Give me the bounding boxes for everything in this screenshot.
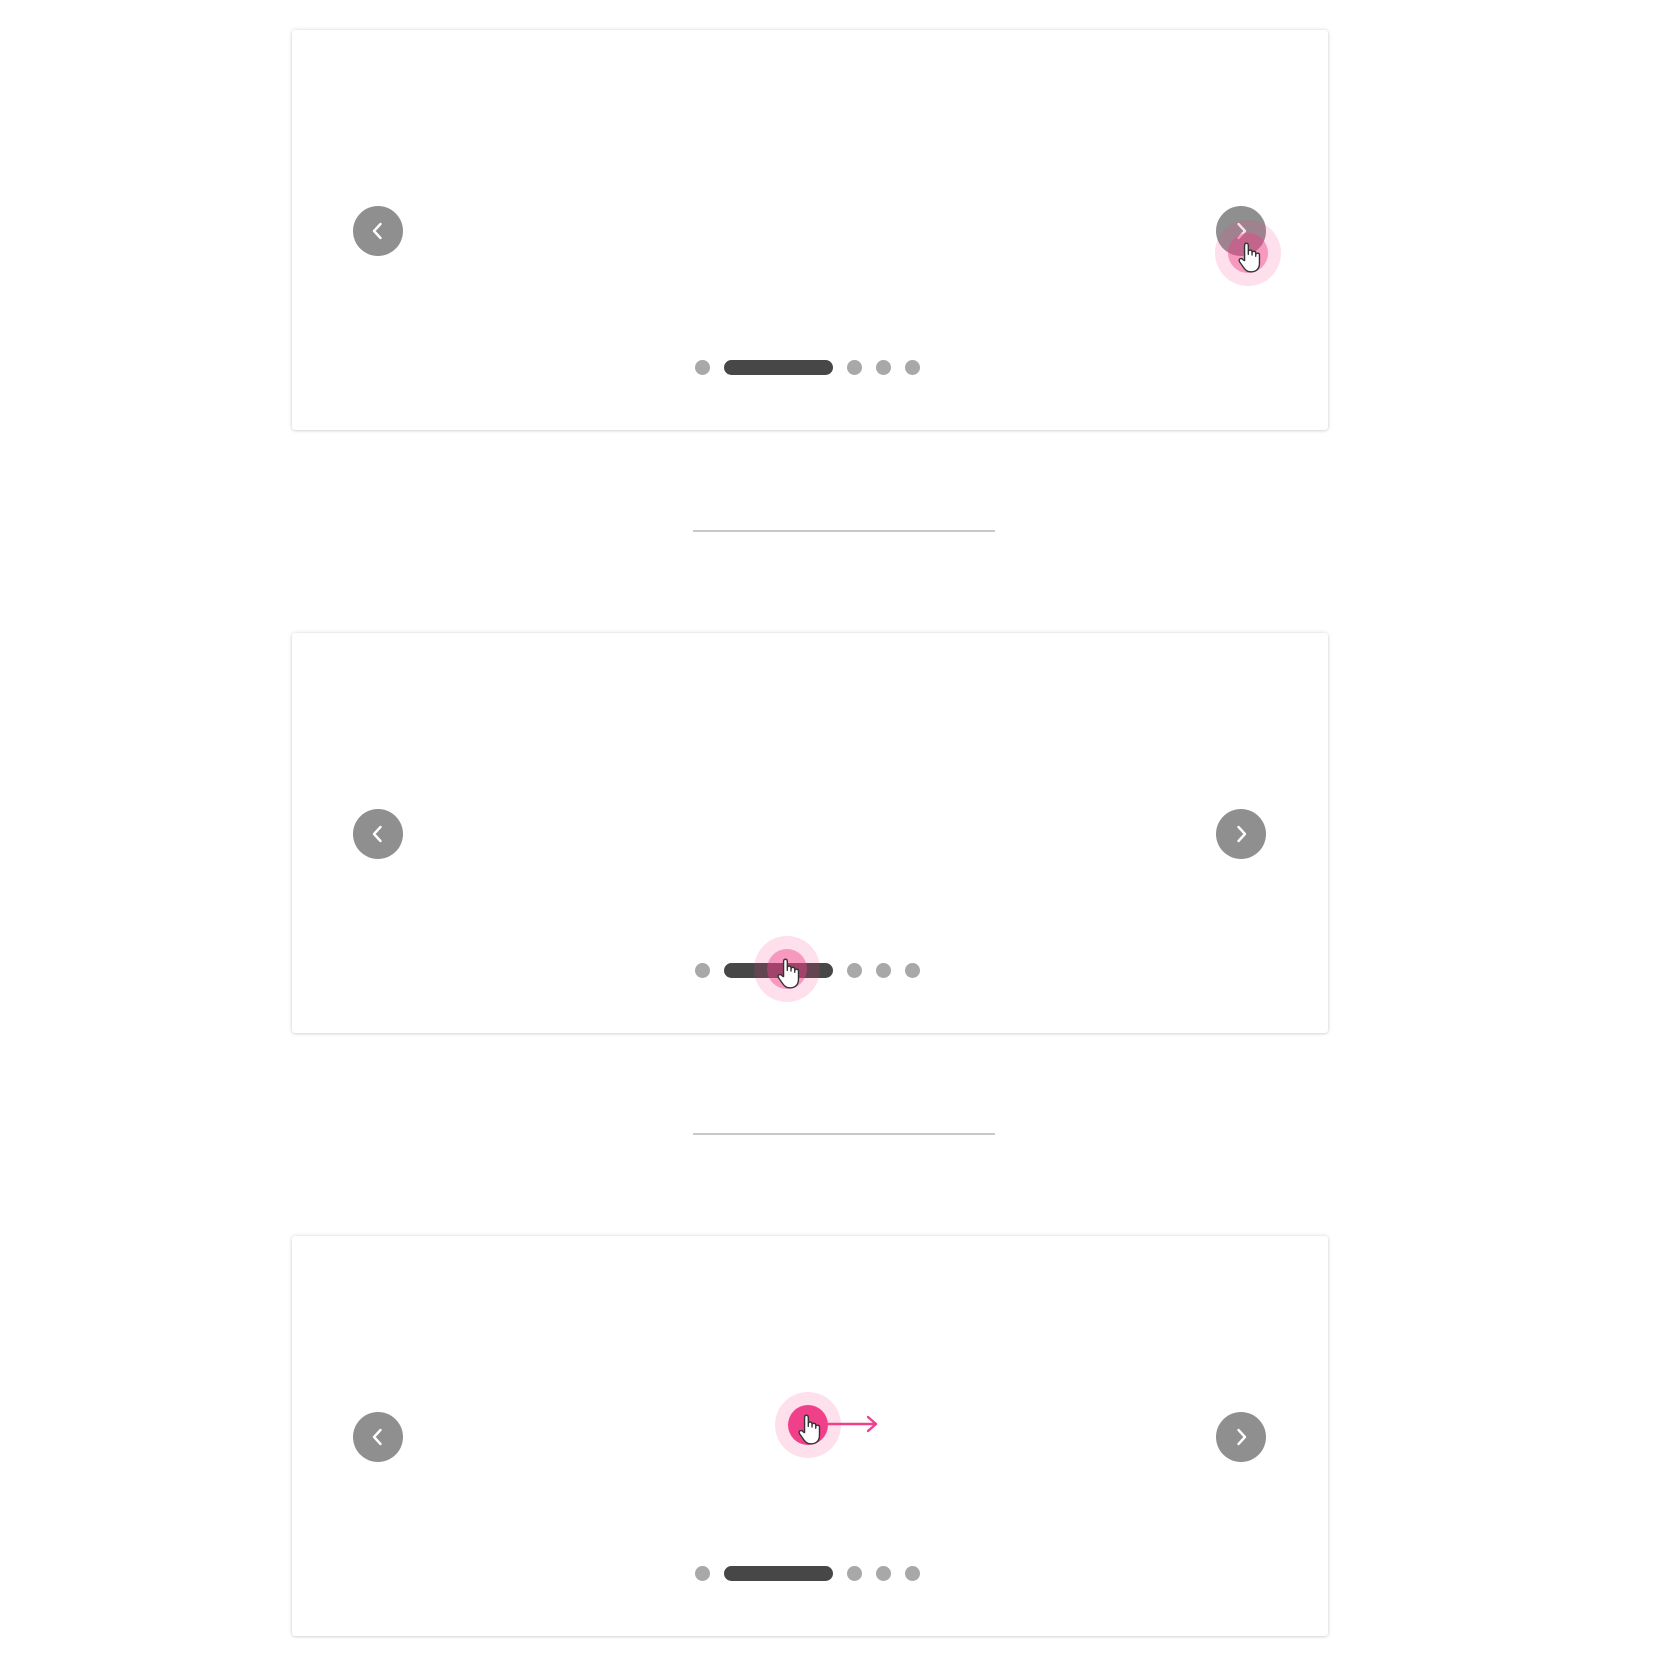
pagination-dot[interactable] [876, 359, 891, 375]
pagination-dot[interactable] [695, 359, 710, 375]
carousel-card-2 [292, 633, 1328, 1033]
pagination-dot[interactable] [905, 1565, 920, 1581]
section-divider [693, 530, 995, 532]
chevron-left-icon [372, 825, 382, 843]
pagination-dot-active[interactable] [724, 962, 833, 978]
pagination-dot[interactable] [847, 962, 862, 978]
chevron-right-icon [1237, 1428, 1247, 1446]
hand-pointer-icon [798, 1414, 821, 1445]
pagination-dot[interactable] [695, 962, 710, 978]
chevron-right-icon [1237, 825, 1247, 843]
chevron-left-icon [372, 1428, 382, 1446]
pagination-dot[interactable] [876, 1565, 891, 1581]
next-button[interactable] [1216, 809, 1266, 859]
previous-button[interactable] [353, 206, 403, 256]
pagination-dot[interactable] [695, 1565, 710, 1581]
pagination-dot[interactable] [847, 359, 862, 375]
swipe-gesture-indicator [775, 1392, 895, 1482]
next-button[interactable] [1216, 206, 1266, 256]
chevron-left-icon [372, 222, 382, 240]
pagination-dot-active[interactable] [724, 359, 833, 375]
swipe-right-icon [775, 1392, 878, 1458]
previous-button[interactable] [353, 809, 403, 859]
pagination-dot[interactable] [905, 962, 920, 978]
pagination-dot[interactable] [876, 962, 891, 978]
pagination-dot[interactable] [847, 1565, 862, 1581]
pagination-dot-active[interactable] [724, 1565, 833, 1581]
pagination-dots [695, 1565, 920, 1581]
chevron-right-icon [1237, 222, 1247, 240]
carousel-card-3 [292, 1236, 1328, 1636]
pagination-dots [695, 962, 920, 978]
carousel-card-1 [292, 30, 1328, 430]
pagination-dots [695, 359, 920, 375]
pagination-dot[interactable] [905, 359, 920, 375]
section-divider [693, 1133, 995, 1135]
next-button[interactable] [1216, 1412, 1266, 1462]
previous-button[interactable] [353, 1412, 403, 1462]
